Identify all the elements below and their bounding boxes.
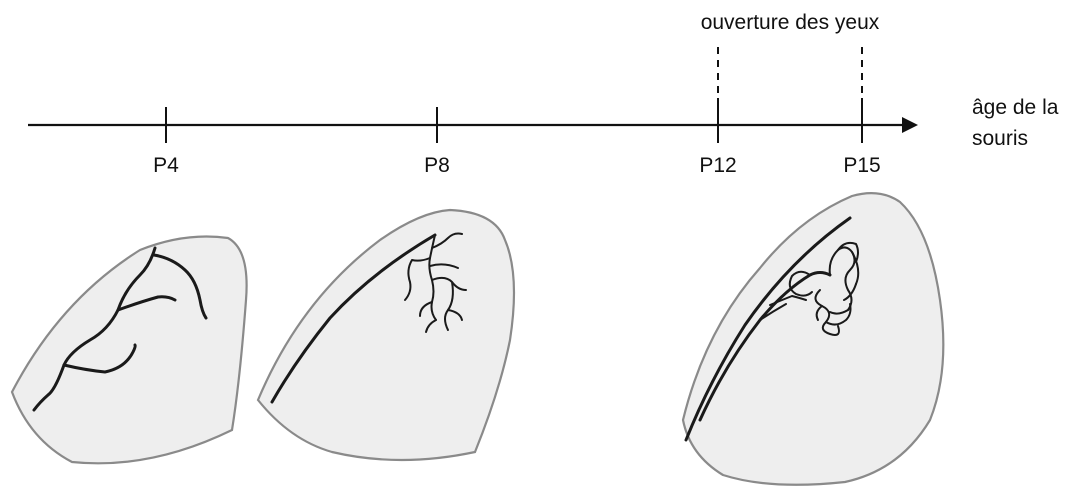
- tick-label-p15: P15: [843, 154, 880, 177]
- axis-label-line2: souris: [972, 127, 1028, 150]
- tick-label-p12: P12: [699, 154, 736, 177]
- panel-p4-axon-main: [32, 246, 157, 412]
- panel-p8-outline: [256, 208, 516, 462]
- time-axis-arrowhead: [902, 117, 918, 133]
- panel-p4-axons: [32, 246, 208, 412]
- panel-p8-axon-main: [270, 233, 437, 404]
- panel-p4: [10, 235, 248, 465]
- panel-p4-axon-mid: [116, 295, 177, 312]
- panel-p8-axon-arbor-2: [404, 257, 431, 301]
- panel-p15-axon-main: [684, 216, 852, 442]
- panel-p4-axon-low: [62, 343, 137, 374]
- axis-label-line1: âge de la: [972, 96, 1059, 119]
- tick-label-p8: P8: [424, 154, 450, 177]
- panel-p4-outline: [10, 235, 248, 465]
- panel-p15-outline: [681, 191, 945, 486]
- panel-p15-axon-arbor-5: [815, 283, 857, 326]
- panel-p15-axons: [684, 216, 860, 442]
- panel-p15-axon-arbor-4: [788, 270, 849, 315]
- tick-label-p4: P4: [153, 154, 179, 177]
- panel-p15-axon-arbor-6: [759, 295, 807, 321]
- panel-p8-axon-arbor-5: [429, 232, 463, 269]
- panel-p4-axon-top: [152, 253, 208, 320]
- panel-p8: [256, 208, 516, 462]
- panel-p8-axons: [270, 232, 467, 404]
- panel-p8-axon-arbor-4: [419, 301, 463, 333]
- panel-p15: [681, 191, 945, 486]
- panel-p15-axon-arbor-3: [837, 241, 860, 285]
- event-label-eye-opening: ouverture des yeux: [701, 11, 880, 34]
- panel-p15-axon-arbor-1: [828, 246, 856, 311]
